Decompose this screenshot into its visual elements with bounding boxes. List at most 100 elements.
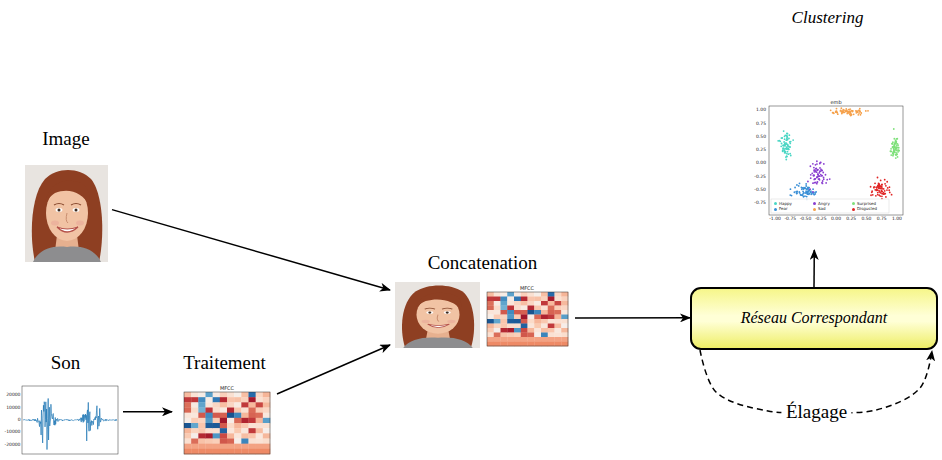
spectrogram-cell (555, 337, 562, 342)
flow-arrow (813, 250, 815, 287)
spectrogram-cell (534, 324, 541, 329)
spectrogram-cell (206, 428, 213, 433)
spectrogram-cell (534, 301, 541, 306)
scatter-point (898, 149, 900, 151)
spectrogram-cell (541, 328, 548, 333)
spectrogram-cell (241, 433, 248, 438)
scatter-point (879, 187, 881, 189)
spectrogram-cell (521, 292, 528, 297)
scatter-point (807, 187, 809, 189)
scatter-point (779, 140, 781, 142)
scatter-point (808, 193, 810, 195)
scatter-point (782, 144, 784, 146)
scatter-point (785, 159, 787, 161)
spectrogram-cell (220, 418, 227, 423)
scatter-point (823, 177, 825, 179)
spectrogram-cell (541, 306, 548, 311)
spectrogram-cell (548, 333, 555, 338)
spectrogram-cell (487, 306, 494, 311)
spectrogram-cell (507, 297, 514, 302)
y-tick: 1.00 (756, 108, 766, 113)
scatter-point (817, 175, 819, 177)
scatter-point (816, 176, 818, 178)
spectrogram-cell (256, 408, 263, 413)
scatter-point (789, 153, 791, 155)
spectrogram-cell (528, 319, 535, 324)
spectrogram-cell (561, 319, 568, 324)
scatter-point (835, 111, 837, 113)
scatter-point (780, 145, 782, 147)
spectrogram-cell (507, 333, 514, 338)
scatter-point (884, 179, 886, 181)
scatter-point (852, 110, 854, 112)
scatter-point (859, 109, 861, 111)
spectrogram-cell (561, 337, 568, 342)
scatter-point (871, 191, 873, 193)
spectrogram-cell (191, 402, 198, 407)
spectrogram-cell (507, 328, 514, 333)
spectrogram-cell (213, 439, 220, 444)
spectrogram-cell (263, 433, 270, 438)
spectrogram-cell (541, 310, 548, 315)
scatter-point (813, 194, 815, 196)
scatter-point (803, 188, 805, 190)
spectrogram-cell (249, 397, 256, 402)
scatter-point (790, 141, 792, 143)
scatter-point (785, 156, 787, 158)
spectrogram-cell (555, 328, 562, 333)
x-tick: 0.00 (831, 217, 841, 222)
spectrogram-cell (263, 402, 270, 407)
spectrogram-cell (198, 439, 205, 444)
scatter-point (840, 107, 842, 109)
scatter-point (894, 142, 896, 144)
spectrogram-cell (528, 328, 535, 333)
spectrogram-cell (206, 423, 213, 428)
scatter-point (803, 187, 805, 189)
spectrogram-cell (241, 444, 248, 449)
spectrogram-cell (220, 402, 227, 407)
scatter-point (846, 110, 848, 112)
spectrogram-cell (561, 315, 568, 320)
spectrogram-cell (507, 319, 514, 324)
spectrogram-cell (534, 310, 541, 315)
spectrogram-cell (487, 337, 494, 342)
spectrogram-cell (541, 301, 548, 306)
scatter-point (782, 150, 784, 152)
scatter-point (859, 108, 861, 110)
spectrogram-cell (234, 418, 241, 423)
spectrogram-cell (234, 402, 241, 407)
scatter-point (891, 143, 893, 145)
scatter-point (832, 112, 834, 114)
spectrogram-cell (263, 428, 270, 433)
spectrogram-cell (501, 306, 508, 311)
scatter-point (860, 114, 862, 116)
scatter-point (841, 113, 843, 115)
scatter-point (841, 111, 843, 113)
scatter-point (815, 168, 817, 170)
scatter-point (897, 151, 899, 153)
legend-entry: Angry (813, 202, 830, 206)
scatter-point (817, 173, 819, 175)
scatter-point (826, 179, 828, 181)
spectrogram-cell (256, 433, 263, 438)
scatter-point (848, 111, 850, 113)
scatter-point (890, 151, 892, 153)
scatter-point (872, 194, 874, 196)
spectrogram-cell (256, 444, 263, 449)
spectrogram-cell (541, 324, 548, 329)
legend-text: Surprised (857, 202, 876, 206)
spectrogram-cell (494, 310, 501, 315)
waveform-plot (22, 386, 118, 454)
scatter-point (856, 111, 858, 113)
scatter-point (894, 142, 896, 144)
scatter-point (798, 191, 800, 193)
scatter-point (876, 189, 878, 191)
scatter-point (812, 188, 814, 190)
spectrogram-cell (213, 423, 220, 428)
legend-entry: Disgusted (852, 207, 877, 211)
legend-entry: Fear (774, 207, 788, 211)
scatter-point (842, 109, 844, 111)
spectrogram-cell (534, 315, 541, 320)
spectrogram-cell (494, 297, 501, 302)
spectrogram-cell (507, 324, 514, 329)
